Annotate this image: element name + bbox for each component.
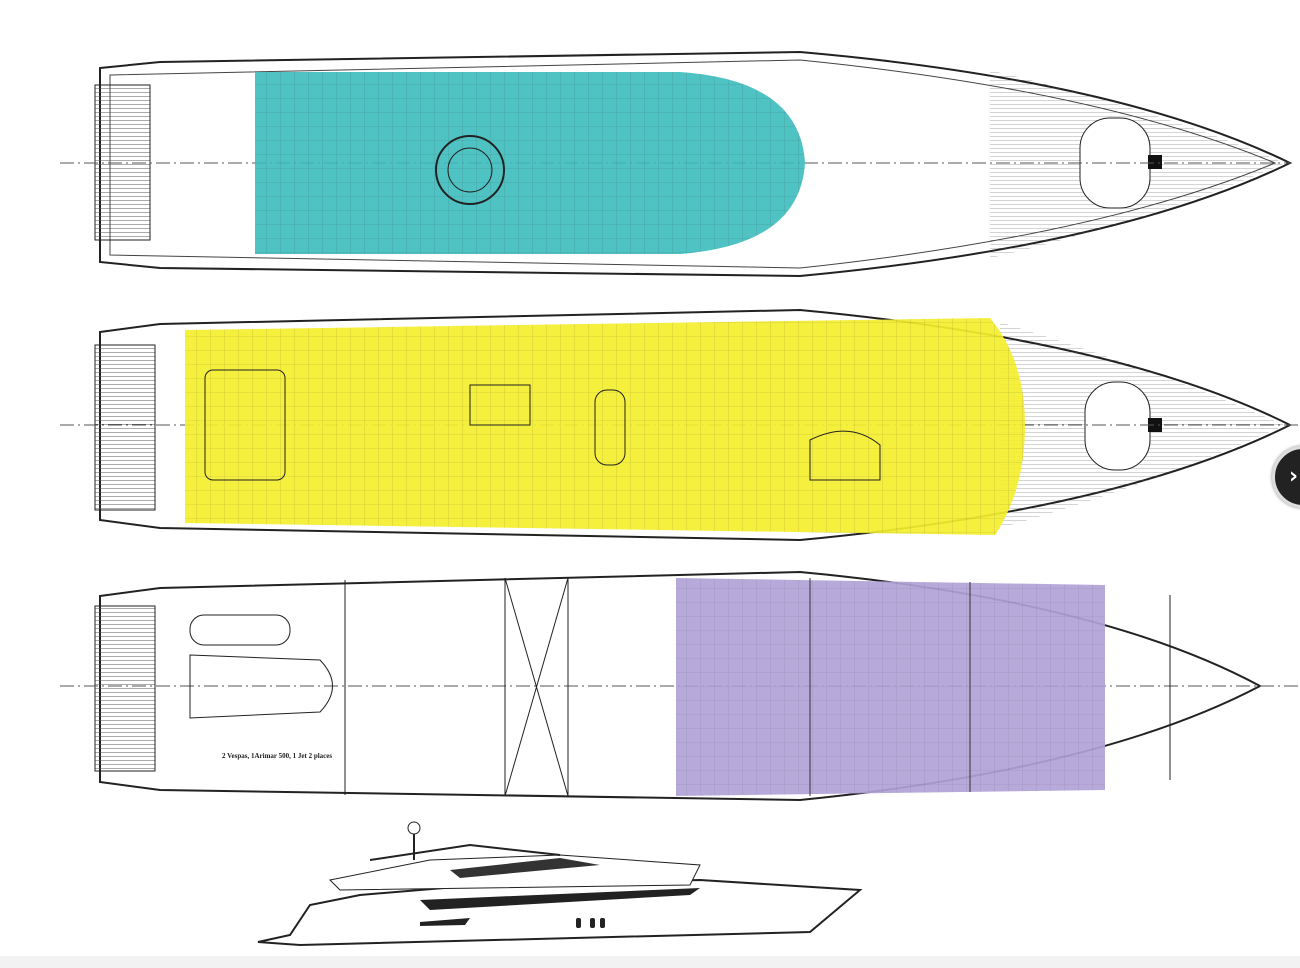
yacht-profile	[257, 821, 863, 947]
lower-deck-caption: 2 Vespas, 1Arimar 500, 1 Jet 2 places	[222, 752, 333, 760]
bottom-scrollbar[interactable]	[0, 956, 1300, 968]
chevron-right-icon: ›	[1289, 464, 1299, 489]
sun-deck-plan	[60, 50, 1293, 278]
lower-deck-plan	[60, 570, 1300, 802]
main-deck-plan	[60, 308, 1300, 542]
